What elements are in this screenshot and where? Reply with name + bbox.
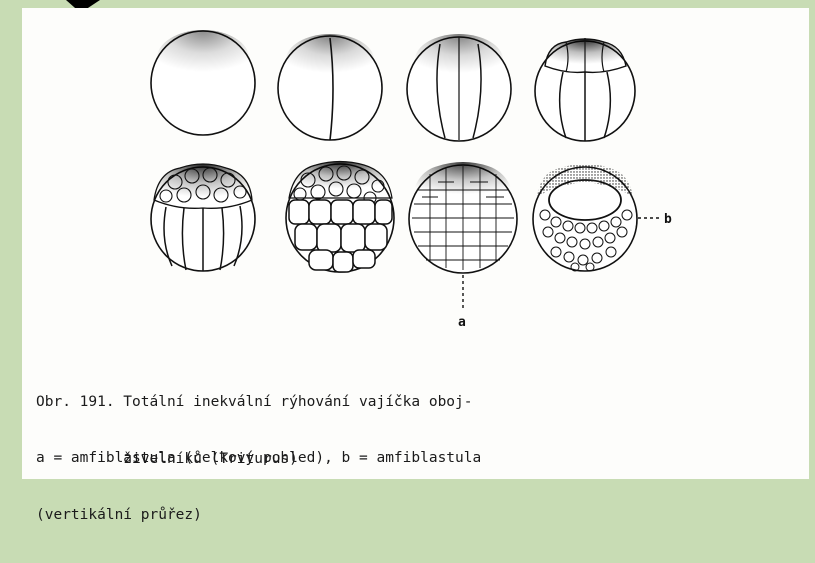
stage-3-four-cell: [407, 34, 511, 141]
stage-8-amfiblastula-section: b: [533, 164, 672, 271]
stage-4-eight-cell: [535, 38, 635, 141]
figure-legend: a = amfiblastula (celkový pohled), b = a…: [36, 411, 776, 563]
stage-6-cleavage-cross-section: [286, 162, 394, 273]
stage-1-uncleaved-egg: [151, 30, 255, 135]
label-b: b: [664, 212, 672, 227]
label-a: a: [458, 315, 466, 330]
stage-7-amfiblastula-whole: a: [409, 162, 517, 330]
legend-line-1: a = amfiblastula (celkový pohled), b = a…: [36, 449, 776, 468]
stage-5-morula: [151, 164, 255, 271]
caption-line-1: Obr. 191. Totální inekvální rýhování vaj…: [36, 393, 776, 412]
stage-2-two-cell: [278, 34, 382, 140]
page-background: a b Obr. 191. Totální inek: [0, 0, 815, 479]
legend-line-2: (vertikální průřez): [36, 506, 776, 525]
